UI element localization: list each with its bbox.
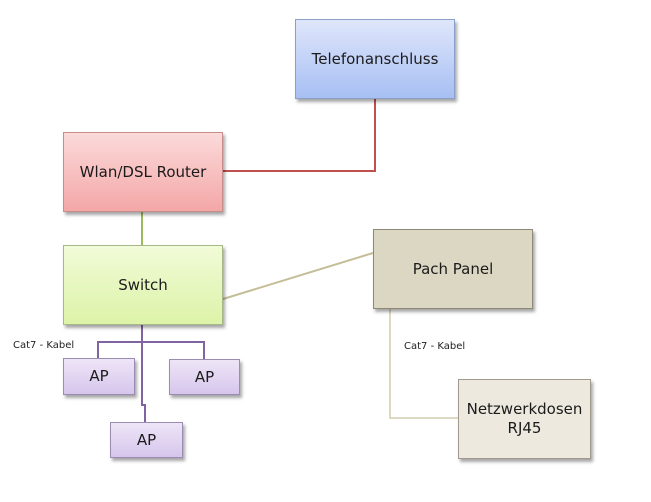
node-telefonanschluss[interactable]: Telefonanschluss [295, 19, 455, 99]
node-ap-bottom[interactable]: AP [110, 422, 183, 458]
edge-switch-ap1 [97, 325, 143, 358]
edge-telefon-router [223, 99, 376, 172]
node-switch[interactable]: Switch [63, 245, 223, 325]
node-ap-left[interactable]: AP [63, 358, 135, 395]
node-label: Switch [118, 275, 168, 294]
edge-switch-ap2 [142, 341, 205, 359]
node-netzwerkdosen[interactable]: Netzwerkdosen RJ45 [458, 379, 591, 459]
node-label: Wlan/DSL Router [79, 162, 207, 181]
edge-patch-dosen [389, 309, 458, 419]
node-label: AP [136, 430, 157, 449]
node-label: Netzwerkdosen RJ45 [466, 400, 583, 437]
cable-label-left: Cat7 - Kabel [13, 340, 75, 351]
node-label: Pach Panel [412, 259, 494, 278]
node-wlan-dsl-router[interactable]: Wlan/DSL Router [63, 132, 223, 212]
cable-label-right: Cat7 - Kabel [404, 341, 466, 352]
node-label: Telefonanschluss [311, 49, 439, 68]
edge-switch-patch [222, 252, 374, 300]
node-ap-right[interactable]: AP [169, 359, 240, 395]
node-label: AP [194, 367, 215, 386]
edge-switch-ap3 [141, 342, 146, 422]
node-label: AP [89, 367, 109, 386]
node-patch-panel[interactable]: Pach Panel [373, 229, 533, 309]
